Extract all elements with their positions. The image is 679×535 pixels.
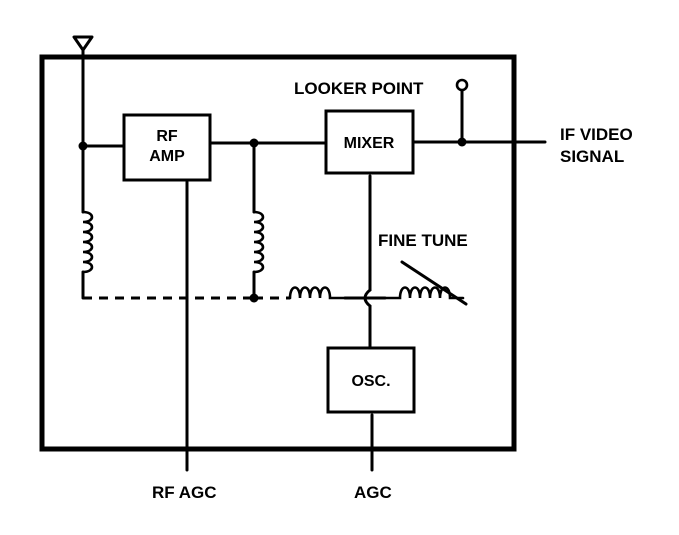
rf-amp-label-line2: AMP — [149, 148, 185, 165]
osc-coil-right — [383, 286, 465, 300]
input-coil — [81, 144, 94, 300]
osc-block — [326, 346, 416, 414]
signal-label: SIGNAL — [560, 147, 624, 166]
fine-tune-label: FINE TUNE — [378, 231, 468, 250]
mixer-label: MIXER — [344, 135, 395, 152]
looker-point-terminal-icon — [455, 78, 469, 92]
osc-coil-left — [288, 286, 347, 300]
osc-to-mixer-wire — [363, 174, 372, 350]
rf-amp-block — [122, 113, 212, 182]
rf-agc-label: RF AGC — [152, 483, 217, 502]
antenna-icon — [72, 35, 94, 148]
osc-label: OSC. — [351, 373, 390, 390]
interstage-coil — [252, 141, 265, 300]
rf-amp-label-line1: RF — [156, 128, 178, 145]
agc-label: AGC — [354, 483, 392, 502]
if-video-label: IF VIDEO — [560, 125, 633, 144]
looker-point-label: LOOKER POINT — [294, 79, 424, 98]
fine-tune-arrow-icon — [400, 260, 468, 306]
tuner-enclosure — [39, 54, 517, 452]
